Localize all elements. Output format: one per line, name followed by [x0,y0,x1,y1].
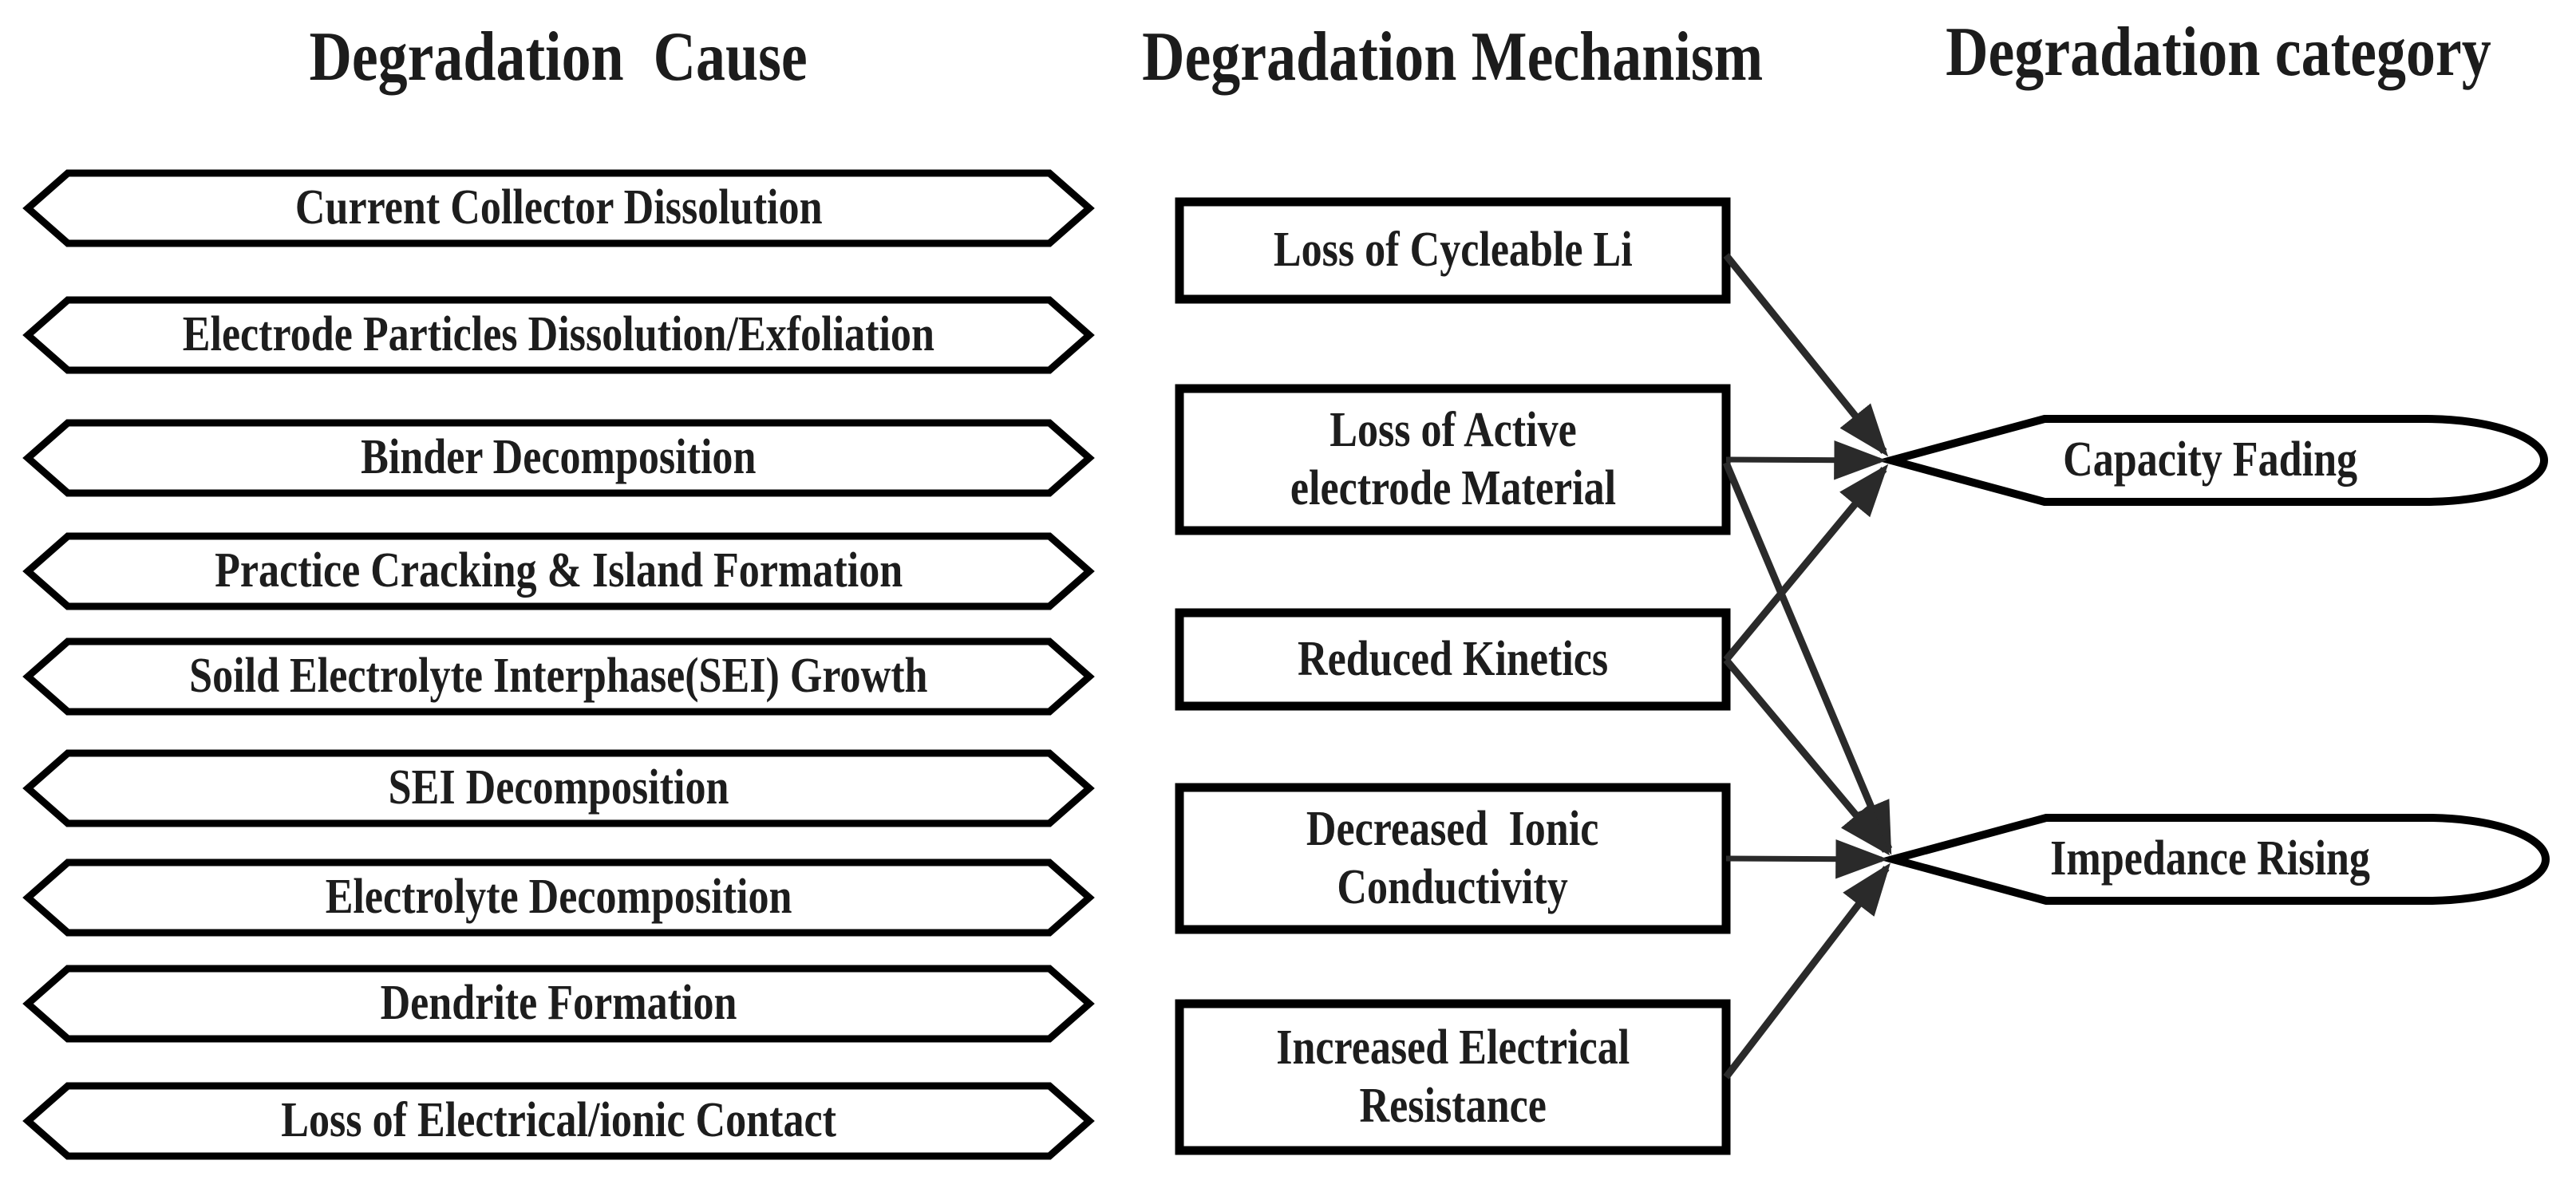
arrow-reduced-kinetics-to-impedance-rising [1723,657,1891,856]
arrow-ionic-conductivity-to-impedance-rising [1725,839,1889,879]
cause-shape-9 [22,1082,1095,1160]
mechanism-box-3 [1175,608,1731,711]
cause-shape-7 [22,858,1095,937]
column-header-degradation-cause-text: Degradation Cause [309,18,808,96]
mechanism-box-2 [1175,384,1731,535]
mechanism-box-4 [1175,783,1731,934]
column-header-degradation-mechanism: Degradation Mechanism [1053,13,1851,101]
cause-shape-8 [22,965,1095,1043]
arrow-reduced-kinetics-to-capacity-fading [1723,464,1889,662]
arrow-active-material-to-impedance-rising [1722,461,1893,855]
cause-shape-4 [22,532,1095,610]
category-shape-2 [1877,814,2550,905]
arrow-cycleable-li-to-capacity-fading [1723,253,1889,457]
mechanism-box-1 [1175,197,1731,304]
column-header-degradation-category: Degradation category [1819,8,2576,96]
cause-shape-3 [22,419,1095,497]
cause-shape-2 [22,296,1095,374]
column-header-degradation-mechanism-text: Degradation Mechanism [1141,18,1764,96]
cause-shape-1 [22,169,1095,247]
category-shape-1 [1875,415,2548,506]
mechanism-box-5 [1175,999,1731,1155]
cause-shape-5 [22,637,1095,716]
column-header-degradation-category-text: Degradation category [1946,13,2491,91]
cause-shape-6 [22,749,1095,827]
column-header-degradation-cause: Degradation Cause [160,13,958,101]
arrow-electrical-resistance-to-impedance-rising [1723,862,1891,1080]
